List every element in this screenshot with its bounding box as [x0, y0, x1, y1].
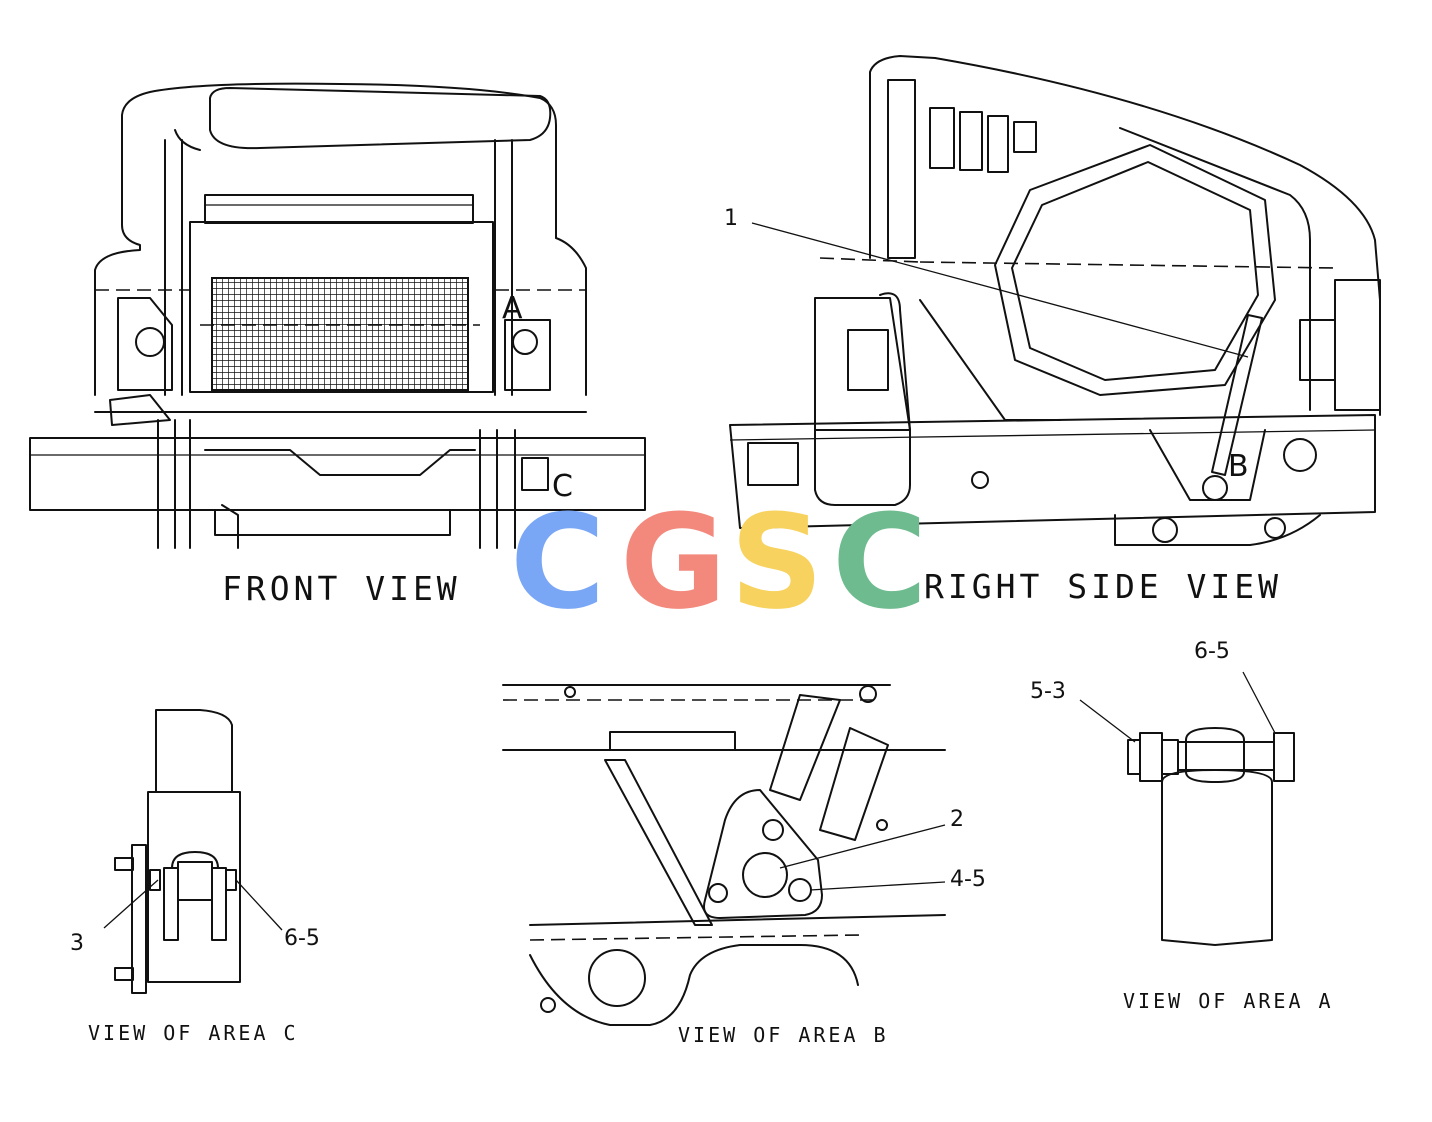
area-b-title: VIEW OF AREA B: [678, 1023, 889, 1047]
marker-b: B: [1228, 449, 1249, 484]
callout-6-5-area-a: 6-5: [1194, 639, 1230, 664]
area-c-drawing: [103, 709, 283, 994]
watermark-letter-4: C: [832, 486, 927, 638]
callout-4-5: 4-5: [950, 867, 986, 892]
area-b-drawing: [502, 684, 946, 1026]
front-view-title: FRONT VIEW: [222, 569, 461, 608]
callout-2: 2: [950, 807, 964, 832]
area-a-title: VIEW OF AREA A: [1123, 989, 1334, 1013]
watermark-letter-3: S: [730, 486, 824, 638]
right-side-view-drawing: [729, 55, 1381, 546]
marker-c: C: [552, 469, 573, 504]
watermark-letter-1: C: [510, 486, 605, 638]
callout-5-3: 5-3: [1030, 679, 1066, 704]
callout-3: 3: [70, 931, 84, 956]
area-a-drawing: [1079, 671, 1295, 946]
marker-a: A: [502, 291, 523, 326]
callout-6-5-area-c: 6-5: [284, 926, 320, 951]
front-view-drawing: [29, 82, 646, 549]
right-side-view-title: RIGHT SIDE VIEW: [924, 567, 1282, 606]
area-c-title: VIEW OF AREA C: [88, 1021, 299, 1045]
cgsc-watermark: C G S C: [510, 486, 927, 638]
callout-1: 1: [724, 206, 738, 231]
watermark-letter-2: G: [620, 486, 727, 638]
radiator-grille: [211, 277, 469, 391]
